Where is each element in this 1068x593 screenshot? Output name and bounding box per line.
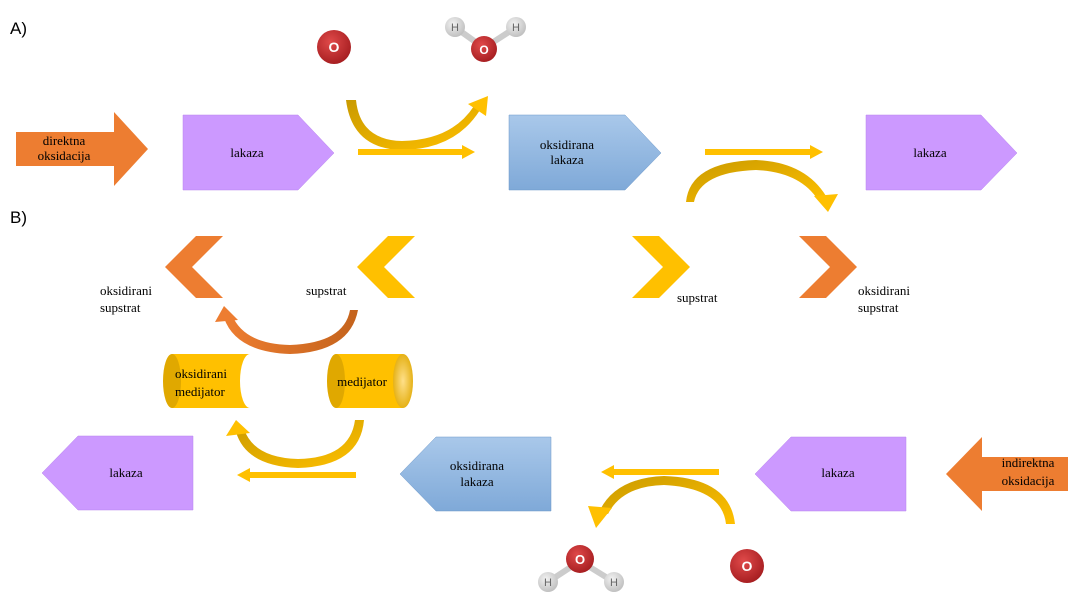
oxidized-laccase-b: oksidirana lakaza (399, 436, 552, 512)
oxygen-atom-a: O (317, 30, 351, 64)
panel-b-label: B) (10, 208, 27, 227)
arrow-a2 (705, 145, 823, 159)
panel-a-label: A) (10, 19, 27, 38)
oxidized-substrate-left-line1: oksidirani (100, 283, 152, 298)
oxidized-substrate-right-line2: supstrat (858, 300, 899, 315)
indirect-oxidation-arrow: indirektna oksidacija (946, 437, 1068, 511)
oxygen-to-water-curve-a (346, 96, 488, 150)
laccase-b-right-label: lakaza (821, 465, 854, 480)
oxidized-substrate-chevron-right (799, 236, 857, 298)
oxidized-laccase-a: oksidirana lakaza (508, 114, 662, 191)
laccase-a1: lakaza (182, 114, 335, 191)
water-molecule-a: H H O (445, 17, 526, 62)
laccase-b-right: lakaza (754, 436, 907, 512)
oxidized-substrate-chevron-left (165, 236, 223, 298)
water-b-o: O (575, 552, 585, 567)
oxidized-substrate-left-line2: supstrat (100, 300, 141, 315)
oxygen-atom-b-label: O (742, 558, 753, 574)
oxidized-laccase-a-line1: oksidirana (540, 137, 594, 152)
water-a-h-right: H (512, 22, 520, 34)
substrate-chevron-right (632, 236, 690, 298)
laccase-b-left: lakaza (41, 435, 194, 511)
arrow-b-right (601, 465, 719, 479)
oxidized-laccase-b-line1: oksidirana (450, 458, 504, 473)
oxygen-atom-b: O (730, 549, 764, 583)
direct-oxidation-line1: direktna (43, 133, 86, 148)
water-a-h-left: H (451, 22, 459, 34)
substrate-oxidation-curve (215, 306, 358, 354)
oxidized-laccase-a-line2: lakaza (550, 152, 583, 167)
mediator-cylinder: medijator (327, 354, 413, 408)
arch-curve-a (686, 160, 838, 212)
indirect-oxidation-line2: oksidacija (1002, 473, 1055, 488)
mediator-label: medijator (337, 374, 387, 389)
oxidized-laccase-b-line2: lakaza (460, 474, 493, 489)
substrate-chevron-left (357, 236, 415, 298)
laccase-b-left-label: lakaza (109, 465, 142, 480)
oxidized-mediator-line1: oksidirani (175, 366, 227, 381)
arrow-a1 (358, 145, 475, 159)
mediator-oxidation-curve (226, 420, 364, 468)
indirect-oxidation-line1: indirektna (1002, 455, 1055, 470)
oxidized-substrate-right-line1: oksidirani (858, 283, 910, 298)
water-a-o: O (479, 43, 488, 57)
laccase-a1-label: lakaza (230, 145, 263, 160)
oxygen-atom-a-label: O (329, 39, 340, 55)
direct-oxidation-line2: oksidacija (38, 148, 91, 163)
substrate-right-label: supstrat (677, 290, 718, 305)
substrate-left-label: supstrat (306, 283, 347, 298)
oxidized-mediator-line2: medijator (175, 384, 225, 399)
water-molecule-b: H H O (538, 545, 624, 592)
direct-oxidation-arrow: direktna oksidacija (16, 112, 148, 186)
water-b-h-right: H (610, 577, 618, 589)
laccase-a2: lakaza (865, 114, 1018, 191)
oxidized-mediator-cylinder: oksidirani medijator (163, 354, 260, 408)
laccase-a2-label: lakaza (913, 145, 946, 160)
arrow-b-left (237, 468, 356, 482)
water-b-h-left: H (544, 577, 552, 589)
oxygen-to-water-curve-b (588, 476, 735, 528)
